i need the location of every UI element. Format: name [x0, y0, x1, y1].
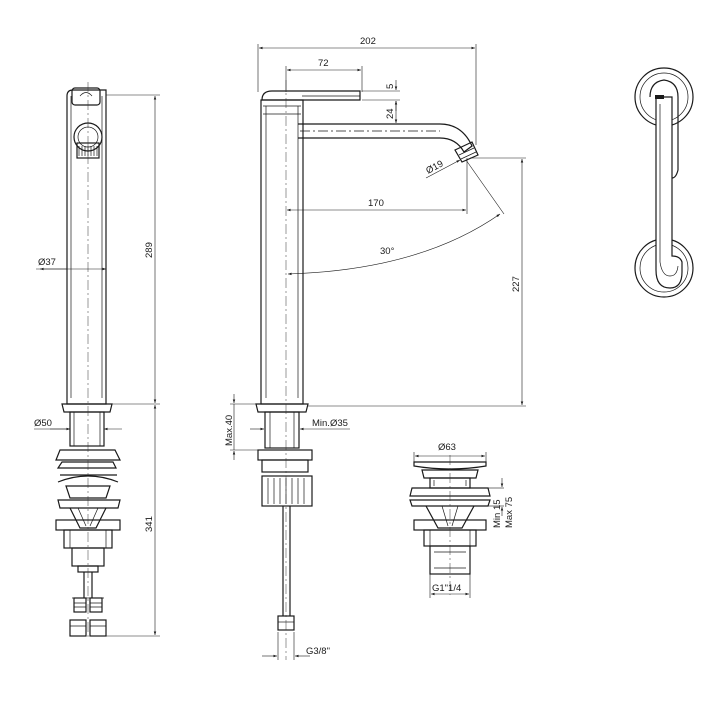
dim-170-label: 170 — [368, 198, 384, 209]
hose-fitting — [73, 597, 87, 613]
side-lever — [261, 90, 361, 101]
hose-nut — [89, 619, 107, 637]
dim-d63-label: Ø63 — [438, 442, 456, 453]
dim-g114-label: G1"1/4 — [432, 583, 461, 594]
top-view — [634, 67, 694, 298]
lever-icon — [79, 92, 93, 97]
side-nut — [261, 475, 313, 507]
front-fixing-plate — [57, 499, 121, 509]
side-shank — [264, 411, 300, 449]
dim-289-label: 289 — [144, 242, 155, 258]
top-spout-outline — [655, 96, 683, 289]
front-view: Ø37 Ø50 289 341 — [34, 82, 160, 640]
hose-fitting — [89, 597, 103, 613]
side-spout — [298, 123, 473, 153]
hose-nut — [69, 619, 87, 637]
front-washer — [55, 449, 121, 461]
dim-30-label: 30° — [380, 246, 395, 257]
side-body — [260, 99, 304, 405]
dim-202-label: 202 — [360, 36, 376, 47]
dim-d37-label: Ø37 — [38, 257, 56, 268]
front-body — [66, 89, 107, 405]
dim-72-label: 72 — [318, 58, 329, 69]
dim-g38-label: G3/8" — [306, 646, 330, 657]
dim-d19-line — [425, 159, 461, 179]
dim-341-label: 341 — [144, 516, 155, 532]
front-shank — [69, 411, 105, 447]
dim-30-arc — [287, 213, 501, 276]
waste-view: Ø63 Min 15 Max 75 G1"1/4 — [409, 442, 515, 598]
dim-d19-label: Ø19 — [424, 159, 445, 177]
side-base-flange — [255, 403, 309, 413]
waste-flange — [409, 487, 491, 497]
spout-aerator — [454, 141, 479, 163]
front-base-flange — [61, 403, 113, 413]
front-cap — [71, 87, 101, 106]
dim-min35-label: Min.Ø35 — [312, 418, 348, 429]
dim-227-label: 227 — [511, 276, 522, 292]
dim-24-label: 24 — [385, 108, 396, 119]
dim-max40-label: Max.40 — [224, 415, 235, 446]
dim-min15-label: Min 15 — [492, 499, 503, 528]
lever-marker-icon — [655, 95, 664, 99]
dim-5-label: 5 — [385, 84, 396, 89]
waste-cap — [413, 461, 487, 470]
side-view: 202 72 5 24 Ø19 170 30° 227 — [224, 36, 526, 660]
dim-max75-label: Max 75 — [504, 497, 515, 528]
dim-d50-label: Ø50 — [34, 418, 52, 429]
